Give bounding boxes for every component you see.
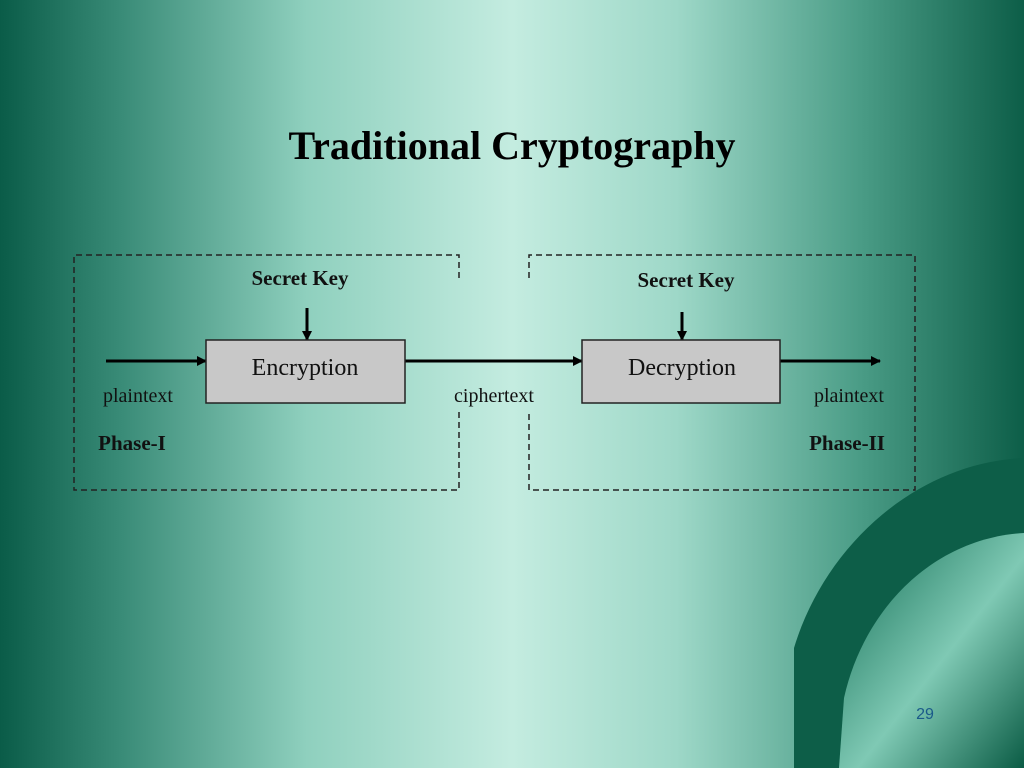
ciphertext-label: ciphertext	[454, 385, 534, 407]
phase-1-boundary	[73, 254, 460, 491]
phase-2-label: Phase-II	[809, 431, 885, 455]
decryption-box-label: Decryption	[628, 355, 736, 381]
slide-title: Traditional Cryptography	[288, 123, 736, 168]
phase-1-label: Phase-I	[98, 431, 166, 455]
corner-swoosh-decoration	[794, 458, 1024, 768]
encryption-key-label: Secret Key	[252, 266, 349, 290]
decryption-key-label: Secret Key	[638, 268, 735, 292]
encryption-box-label: Encryption	[252, 355, 359, 381]
decryption-box	[581, 339, 781, 404]
plaintext-output-label: plaintext	[814, 385, 884, 407]
page-number: 29	[916, 706, 934, 723]
plaintext-input-label: plaintext	[103, 385, 173, 407]
encryption-box	[205, 339, 406, 404]
phase-2-boundary	[528, 254, 916, 491]
